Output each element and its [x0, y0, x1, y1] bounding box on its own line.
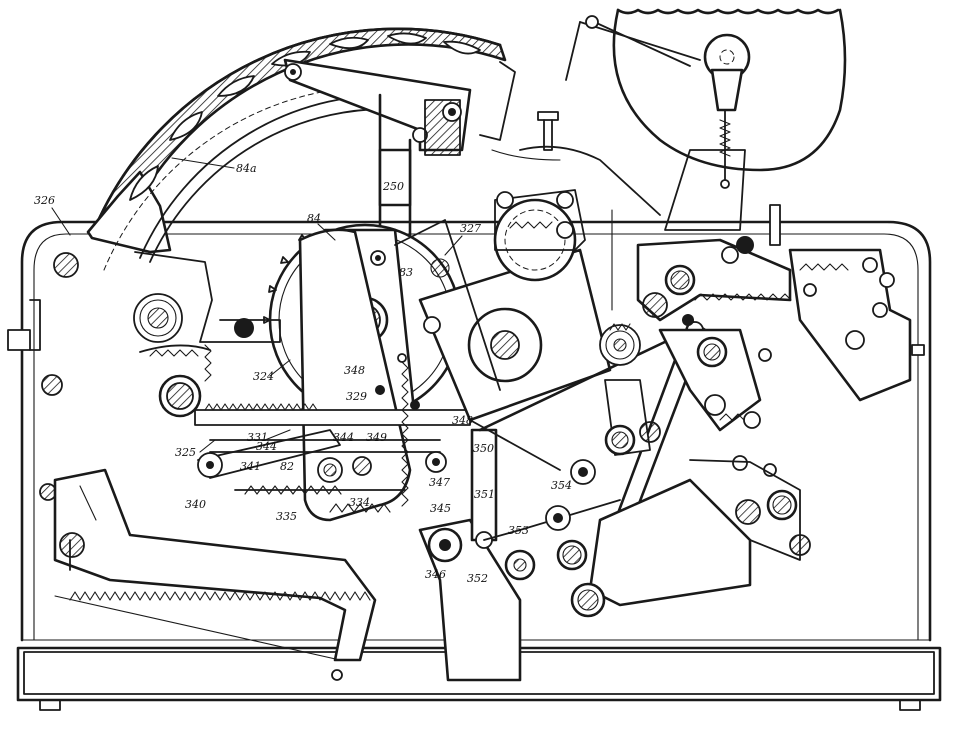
- label-84: 84: [307, 212, 321, 225]
- spring-349: [397, 353, 409, 507]
- label-83: 83: [399, 266, 413, 279]
- label-325: 325: [175, 446, 196, 459]
- link-341: [197, 429, 406, 513]
- label-348-upper: 348: [344, 364, 365, 377]
- left-frame-details: [7, 252, 79, 501]
- label-350: 350: [473, 442, 494, 455]
- base-plate: [16, 646, 942, 711]
- label-344-right: 344: [333, 431, 354, 444]
- label-345: 345: [430, 502, 451, 515]
- label-351: 351: [474, 488, 495, 501]
- label-353: 353: [508, 524, 529, 537]
- label-344-left: 344: [256, 440, 277, 453]
- right-lower-block: [504, 379, 811, 618]
- shaft-sections: [352, 292, 694, 476]
- left-gear-assembly: [133, 251, 281, 418]
- knob-assembly: [491, 111, 661, 216]
- label-335: 335: [276, 510, 297, 523]
- label-334: 334: [349, 496, 370, 509]
- label-354: 354: [551, 479, 572, 492]
- reference-labels: 84a 326 250 84 327 83 324 348 329 331 32…: [34, 162, 572, 585]
- label-250: 250: [382, 180, 404, 193]
- paper-roll: [565, 8, 847, 231]
- pedal-frame: [53, 468, 377, 681]
- pinion-right: [599, 323, 641, 366]
- type-wheel-327: [493, 189, 613, 311]
- label-327: 327: [460, 222, 481, 235]
- label-346: 346: [425, 568, 446, 581]
- rack-bar: [194, 403, 471, 453]
- label-352: 352: [467, 572, 488, 585]
- label-340: 340: [185, 498, 206, 511]
- label-348-lower: 348: [452, 414, 473, 427]
- label-349: 349: [366, 431, 387, 444]
- label-84a: 84a: [236, 162, 257, 175]
- toothed-sector-84a: [86, 27, 507, 254]
- label-82: 82: [280, 460, 294, 473]
- label-341: 341: [240, 460, 261, 473]
- label-331: 331: [247, 431, 268, 444]
- leader-lines: [51, 157, 463, 453]
- label-329: 329: [346, 390, 367, 403]
- label-324: 324: [253, 370, 274, 383]
- label-326: 326: [34, 194, 55, 207]
- label-347: 347: [429, 476, 450, 489]
- right-plate: [636, 204, 925, 402]
- sector-arm: [103, 58, 516, 271]
